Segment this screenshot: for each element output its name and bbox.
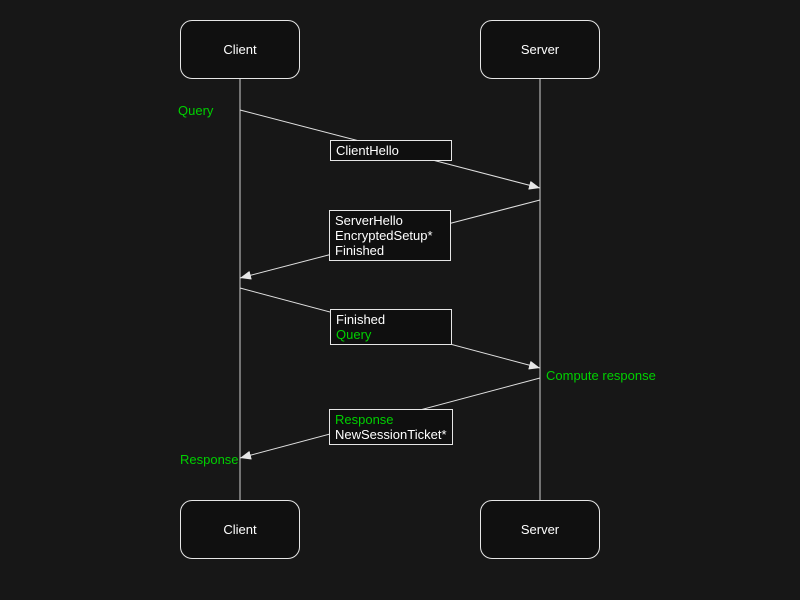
message-label-response-ticket: Response NewSessionTicket*: [329, 409, 453, 445]
annotation-compute-response: Compute response: [546, 368, 656, 383]
actor-label: Server: [520, 522, 560, 537]
actor-client-bottom: Client: [180, 500, 300, 559]
actor-label: Client: [223, 522, 257, 537]
message-text: Finished: [336, 312, 386, 327]
message-text: Response: [335, 412, 394, 427]
actor-server-bottom: Server: [480, 500, 600, 559]
message-label-serverhello: ServerHello EncryptedSetup* Finished: [329, 210, 451, 261]
message-text: ServerHello: [335, 213, 403, 228]
message-label-clienthello: ClientHello: [330, 140, 452, 161]
message-text: NewSessionTicket*: [335, 427, 447, 442]
message-text: Finished: [335, 243, 385, 258]
message-text: Query: [336, 327, 372, 342]
actor-server-top: Server: [480, 20, 600, 79]
message-label-finished-query: Finished Query: [330, 309, 452, 345]
annotation-query: Query: [178, 103, 214, 118]
message-text: EncryptedSetup*: [335, 228, 433, 243]
actor-client-top: Client: [180, 20, 300, 79]
annotation-response: Response: [180, 452, 239, 467]
actor-label: Client: [223, 42, 257, 57]
message-text: ClientHello: [336, 143, 399, 158]
actor-label: Server: [520, 42, 560, 57]
